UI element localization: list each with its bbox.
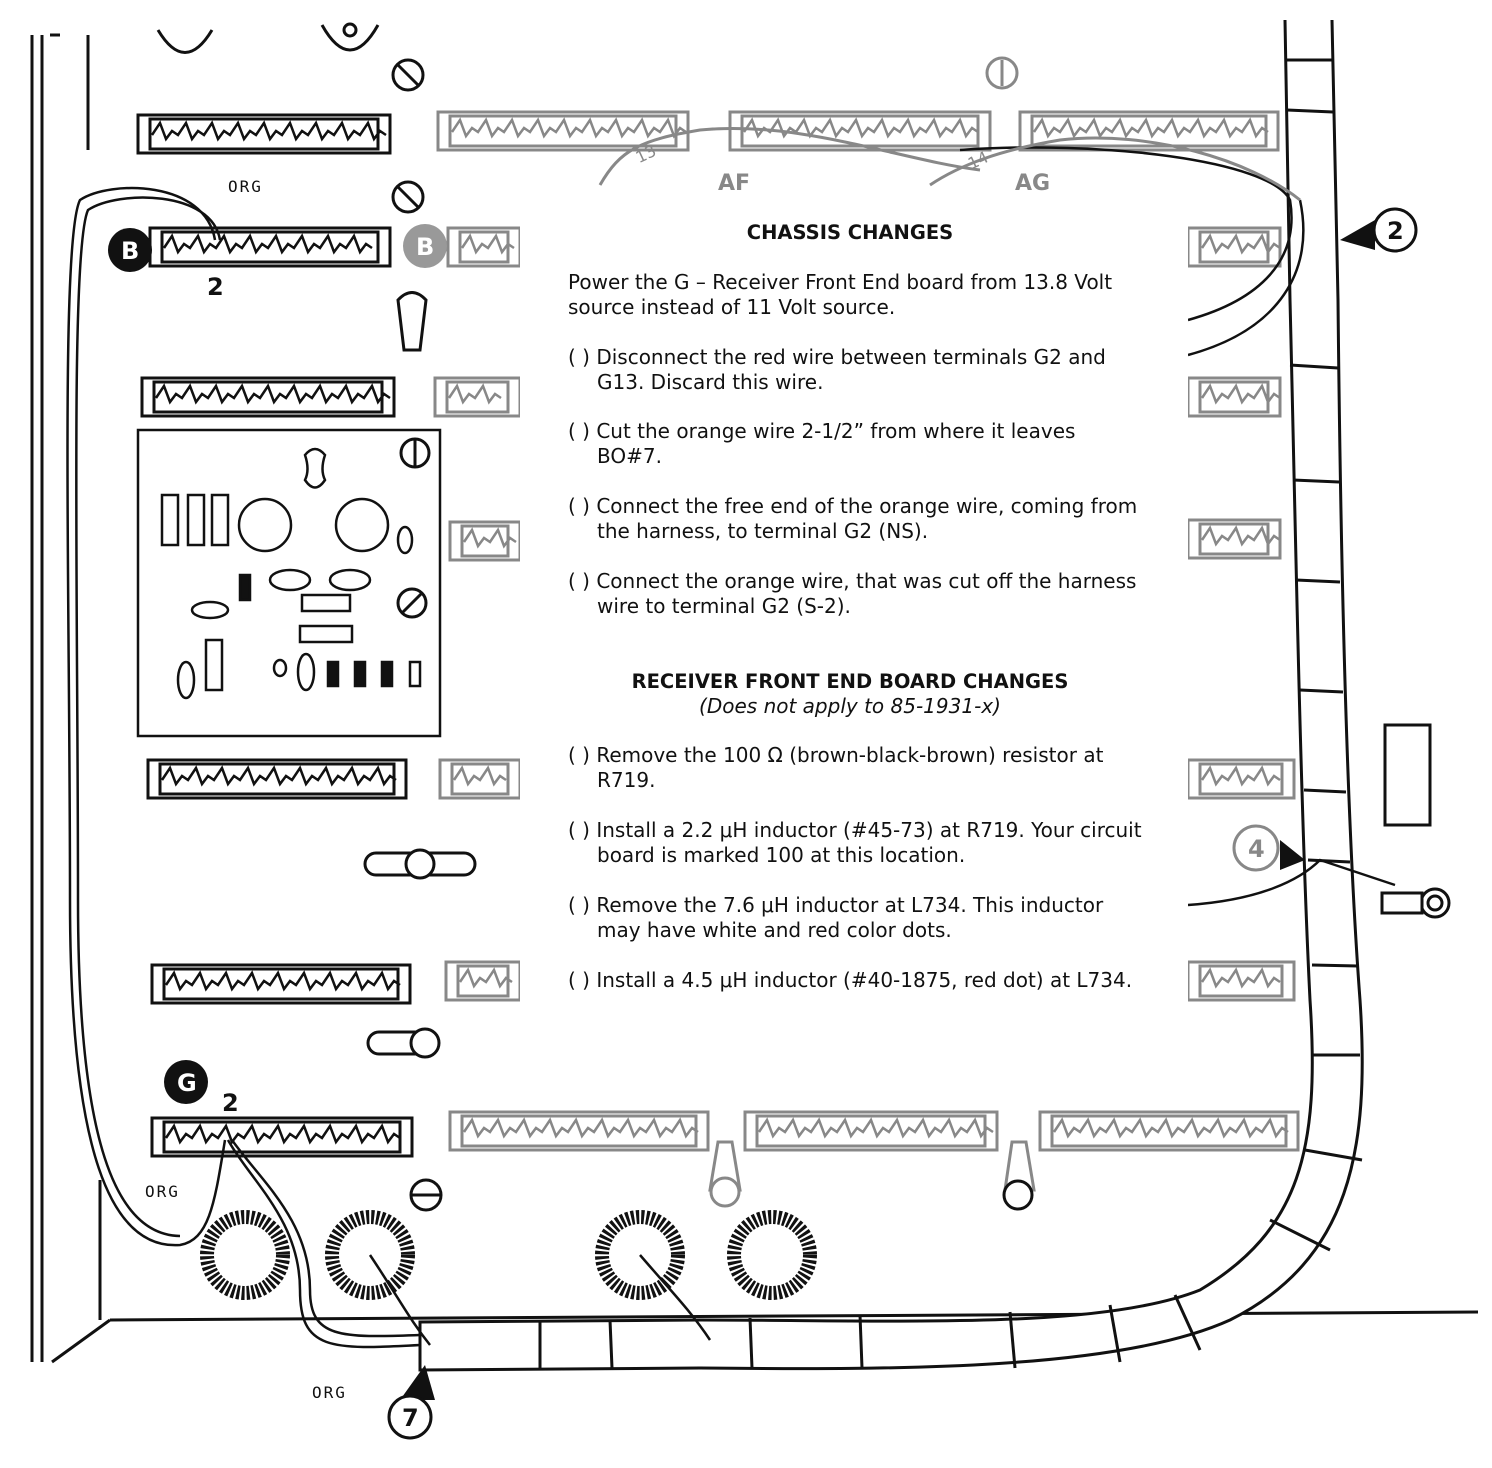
terminal-strip [433, 376, 522, 418]
instruction-panel-background [520, 195, 1188, 1045]
chassis-step-4[interactable]: ( ) Connect the orange wire, that was cu… [568, 569, 1137, 593]
board-b-right-badge: B [416, 233, 434, 261]
chassis-step-2[interactable]: ( ) Cut the orange wire 2-1/2” from wher… [568, 419, 1076, 443]
socket-ag-label: AG [1015, 171, 1050, 196]
callout-2: 2 [1387, 217, 1404, 245]
circuit-board [136, 428, 442, 738]
terminal-strip [1186, 226, 1282, 268]
chassis-step-3[interactable]: ( ) Connect the free end of the orange w… [568, 494, 1138, 518]
board-step-4[interactable]: ( ) Install a 4.5 μH inductor (#40-1875,… [568, 968, 1133, 992]
screws [391, 58, 443, 1212]
harness-lacing-band [748, 1317, 754, 1369]
intro-line-2: source instead of 11 Volt source. [568, 295, 896, 319]
board-step-1[interactable]: ( ) Remove the 100 Ω (brown-black-brown)… [568, 743, 1104, 767]
board-g-badge: G [177, 1069, 197, 1097]
terminal-strip [1186, 960, 1296, 1002]
orange-wires [66, 186, 421, 1349]
harness-lacing-band [1304, 1148, 1363, 1162]
terminal-strip [1186, 376, 1282, 418]
harness-lacing-band [1269, 1218, 1331, 1252]
chassis-step-3-cont: the harness, to terminal G2 (NS). [597, 519, 929, 543]
harness-lacing-band [1173, 1294, 1202, 1351]
grommets [200, 1210, 817, 1300]
top-sockets [156, 22, 380, 54]
chassis-changes-heading: CHASSIS CHANGES [746, 221, 954, 244]
harness-lacing-band [1008, 1311, 1017, 1369]
board-step-1-cont: R719. [597, 768, 656, 792]
harness-lacing-band [608, 1319, 614, 1369]
terminal-strip [150, 1116, 414, 1158]
board-step-3-cont: may have white and red color dots. [597, 918, 952, 942]
board-step-2[interactable]: ( ) Install a 2.2 μH inductor (#45-73) a… [568, 818, 1142, 842]
harness-lacing-band [858, 1314, 864, 1369]
intro-line-1: Power the G – Receiver Front End board f… [568, 270, 1113, 294]
harness-lacing-band [1311, 963, 1359, 968]
terminal-strip [148, 226, 392, 268]
terminal-strip [438, 758, 522, 800]
callout-4: 4 [1248, 835, 1265, 863]
wire-label-org-top: ORG [228, 177, 263, 196]
socket-af-label: AF [718, 171, 750, 196]
terminal-strip [136, 113, 392, 155]
chassis-step-1-cont: G13. Discard this wire. [597, 370, 824, 394]
chassis-step-1[interactable]: ( ) Disconnect the red wire between term… [568, 345, 1106, 369]
terminal-g2-label: 2 [222, 1089, 239, 1117]
callout-7: 7 [402, 1404, 419, 1432]
chassis-step-2-cont: BO#7. [597, 444, 662, 468]
terminal-strip [1186, 758, 1296, 800]
terminal-strip [448, 1110, 710, 1152]
wire-label-org-bottom: ORG [312, 1383, 347, 1402]
terminal-strip [146, 758, 408, 800]
harness-lacing-band [1108, 1304, 1122, 1363]
terminal-strip [1038, 1110, 1300, 1152]
board-b-badge: B [121, 237, 139, 265]
harness-lacing-band [1295, 578, 1341, 584]
terminal-strip [1018, 110, 1280, 152]
wire-harness [368, 19, 1396, 1372]
harness-lacing-band [1292, 478, 1340, 484]
harness-lacing-band [1289, 363, 1339, 370]
terminal-strip [444, 960, 522, 1002]
board-step-2-cont: board is marked 100 at this location. [597, 843, 966, 867]
right-side-plug [363, 291, 1451, 1059]
harness-lacing-band [1303, 788, 1347, 794]
chassis-left-edge [30, 33, 1479, 1364]
harness-lacing-band [1286, 108, 1334, 114]
wire-label-org-middle: ORG [145, 1182, 180, 1201]
terminal-strip [743, 1110, 999, 1152]
board-changes-note: (Does not apply to 85-1931-x) [699, 694, 1001, 718]
terminal-strip [1186, 518, 1282, 560]
terminal-strip [140, 376, 396, 418]
terminal-strip [446, 226, 522, 268]
harness-lacing-band [1299, 688, 1344, 694]
harness-lacing-band [1307, 858, 1351, 864]
terminal-strip [448, 520, 522, 562]
board-step-3[interactable]: ( ) Remove the 7.6 μH inductor at L734. … [568, 893, 1104, 917]
terminal-b2-label: 2 [207, 273, 224, 301]
chassis-step-4-cont: wire to terminal G2 (S-2). [597, 594, 851, 618]
terminal-strip [150, 963, 412, 1005]
board-changes-heading: RECEIVER FRONT END BOARD CHANGES [631, 670, 1069, 693]
